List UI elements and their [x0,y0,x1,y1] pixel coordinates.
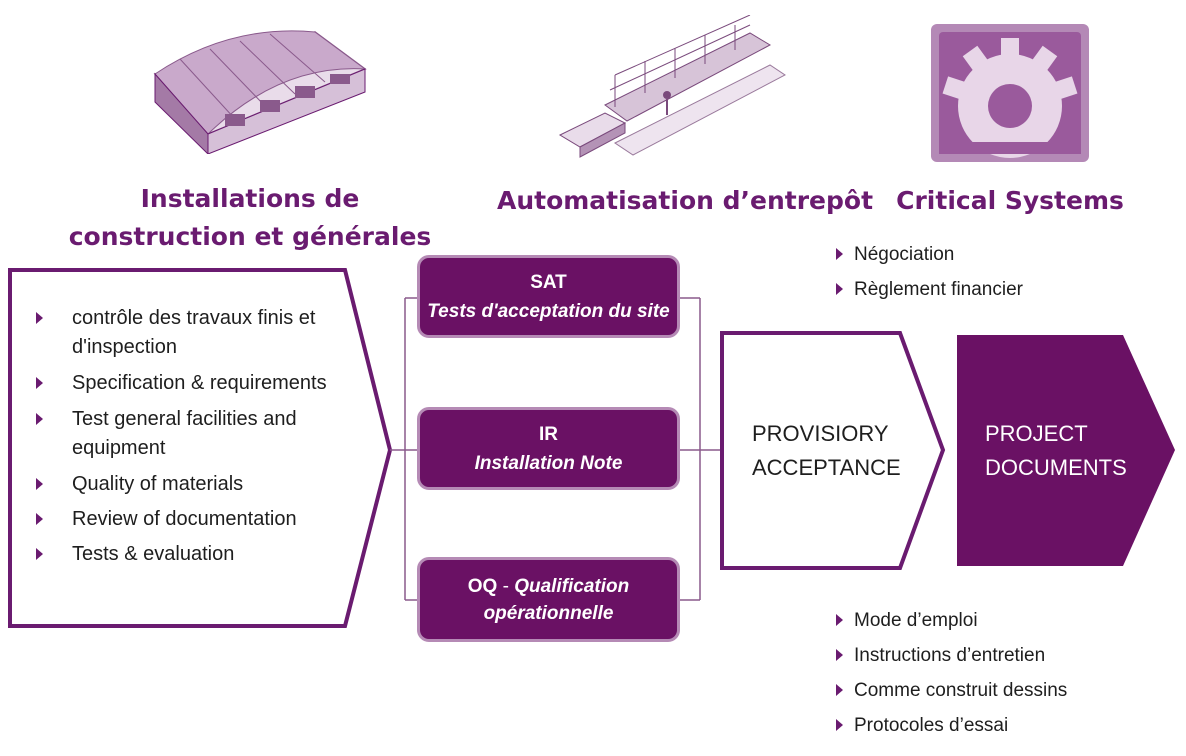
list-item: Négociation [836,237,1136,272]
oq-box: OQ - Qualification opérationnelle [417,557,680,642]
warehouse-building-icon [153,30,367,154]
bullet-arrow-icon [36,312,43,324]
ir-box: IR Installation Note [417,407,680,490]
bullet-arrow-icon [36,478,43,490]
sat-box: SAT Tests d'acceptation du site [417,255,680,338]
bottom-right-list: Mode d’emploi Instructions d’entretien C… [836,603,1156,743]
list-item: Tests & evaluation [36,540,356,569]
bullet-arrow-icon [36,513,43,525]
oq-sub1: Qualification [514,575,630,597]
title-installations: Installations de construction et général… [60,180,440,256]
list-item: Instructions d’entretien [836,638,1156,673]
list-item: Specification & requirements [36,369,356,398]
top-right-list: Négociation Règlement financier [836,237,1136,307]
left-chevron-panel [8,268,393,628]
bullet-arrow-icon [836,614,843,626]
bullet-arrow-icon [836,684,843,696]
list-item: Comme construit dessins [836,673,1156,708]
sat-sub: Tests d'acceptation du site [427,300,670,322]
automated-conveyor-icon [558,15,786,158]
bullet-arrow-icon [36,548,43,560]
project-documents-text: PROJECT DOCUMENTS [985,417,1155,485]
bullet-arrow-icon [836,719,843,731]
list-item: Quality of materials [36,470,356,499]
provisory-line1: PROVISIORY [752,421,889,446]
connector-lines [390,297,723,601]
provisory-acceptance-text: PROVISIORY ACCEPTANCE [752,417,932,485]
bullet-arrow-icon [836,283,843,295]
list-item: Règlement financier [836,272,1136,307]
bullet-arrow-icon [36,413,43,425]
ir-label: IR [539,423,558,445]
project-line1: PROJECT [985,421,1088,446]
sat-label: SAT [530,271,567,293]
left-panel-list: contrôle des travaux finis et d'inspecti… [36,304,356,569]
oq-dash: - [497,575,515,597]
provisory-chevron [720,331,946,570]
project-documents-chevron [957,335,1175,566]
provisory-line2: ACCEPTANCE [752,455,901,480]
bullet-arrow-icon [36,377,43,389]
list-item: Protocoles d’essai [836,708,1156,743]
gear-icon [931,24,1089,162]
oq-label: OQ [467,575,498,597]
bullet-arrow-icon [836,248,843,260]
title-automatisation: Automatisation d’entrepôt [496,186,874,215]
ir-sub: Installation Note [474,452,623,474]
title-installations-line1: Installations de [140,184,360,213]
oq-sub2: opérationnelle [483,602,614,624]
list-item: Review of documentation [36,505,356,534]
project-line2: DOCUMENTS [985,455,1127,480]
list-item: Test general facilities and equipment [36,405,356,463]
bullet-arrow-icon [836,649,843,661]
title-critical-systems: Critical Systems [896,186,1124,215]
list-item: contrôle des travaux finis et d'inspecti… [36,304,356,362]
list-item: Mode d’emploi [836,603,1156,638]
title-installations-line2: construction et générales [68,222,432,251]
